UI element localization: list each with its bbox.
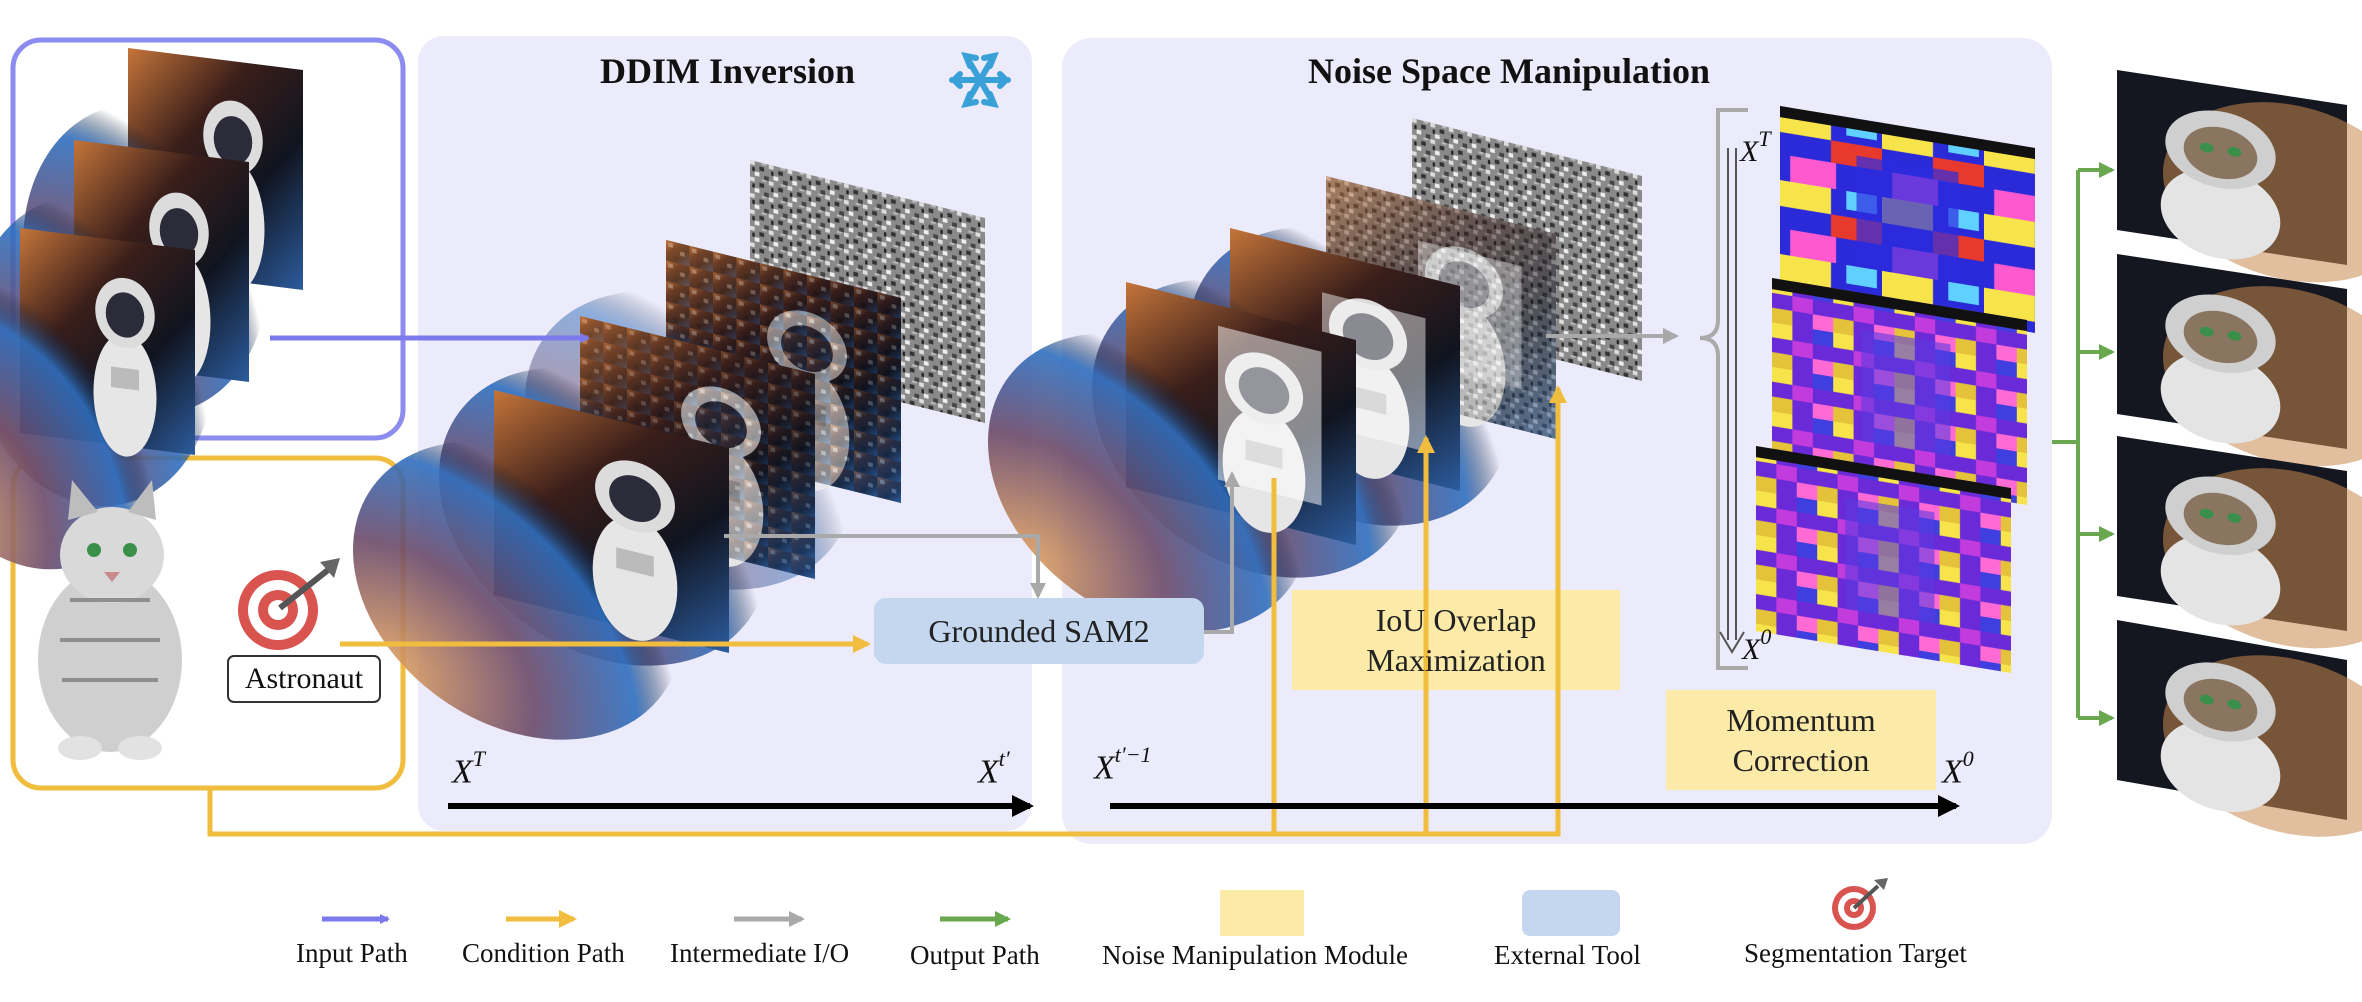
output-images — [2117, 70, 2362, 856]
snowflake-icon — [949, 51, 1011, 109]
ddim-start-label: XT — [452, 746, 486, 791]
trajectory-top-label: XT — [1740, 126, 1771, 168]
noise-space-title: Noise Space Manipulation — [1308, 51, 1711, 91]
noise-start-label: Xt′−1 — [1094, 742, 1152, 787]
momentum-line1: Momentum — [1726, 702, 1876, 738]
ddim-latent-stack — [353, 160, 985, 787]
legend-input-label: Input Path — [296, 938, 408, 968]
trajectory-double-arrow — [1727, 148, 1737, 640]
trajectory-maps — [1756, 106, 2035, 674]
momentum-line2: Correction — [1732, 742, 1870, 778]
legend-tool-label: External Tool — [1494, 940, 1641, 970]
iou-line1: IoU Overlap — [1375, 602, 1537, 638]
noise-latent-stack — [988, 118, 1642, 679]
momentum-module-label: Momentum Correction — [1666, 690, 1936, 790]
iou-line2: Maximization — [1366, 642, 1546, 678]
ddim-inversion-title: DDIM Inversion — [600, 51, 856, 91]
legend-tool-swatch — [1522, 890, 1620, 936]
ddim-end-label: Xt′ — [978, 746, 1010, 791]
sam-to-noise-arrow — [1204, 471, 1240, 634]
grounded-sam-label: Grounded SAM2 — [928, 613, 1150, 649]
cat-condition-image — [38, 480, 182, 760]
astronaut-target-label: Astronaut — [244, 662, 364, 695]
legend-graphics — [322, 878, 1888, 936]
legend-output-label: Output Path — [910, 940, 1040, 970]
target-icon — [238, 558, 340, 650]
condition-arrow-main — [207, 385, 1567, 837]
grounded-sam-box — [874, 598, 1204, 664]
legend-intermediate-label: Intermediate I/O — [670, 938, 850, 968]
legend-target-icon — [1832, 878, 1888, 930]
momentum-module-box — [1666, 690, 1936, 790]
legend-module-swatch — [1220, 890, 1304, 936]
iou-module-label: IoU Overlap Maximization — [1292, 590, 1620, 690]
trajectory-bottom-label: X0 — [1742, 624, 1772, 666]
output-path-arrows — [2052, 162, 2115, 726]
legend-condition-label: Condition Path — [462, 938, 625, 968]
noise-end-label: X0 — [1942, 746, 1974, 791]
astronaut-tag — [227, 655, 381, 703]
brace — [1699, 108, 1748, 670]
legend-module-label: Noise Manipulation Module — [1102, 940, 1408, 970]
latent-to-sam-arrow — [724, 534, 1046, 599]
legend-target-label: Segmentation Target — [1744, 938, 1967, 968]
iou-module-box — [1292, 590, 1620, 690]
